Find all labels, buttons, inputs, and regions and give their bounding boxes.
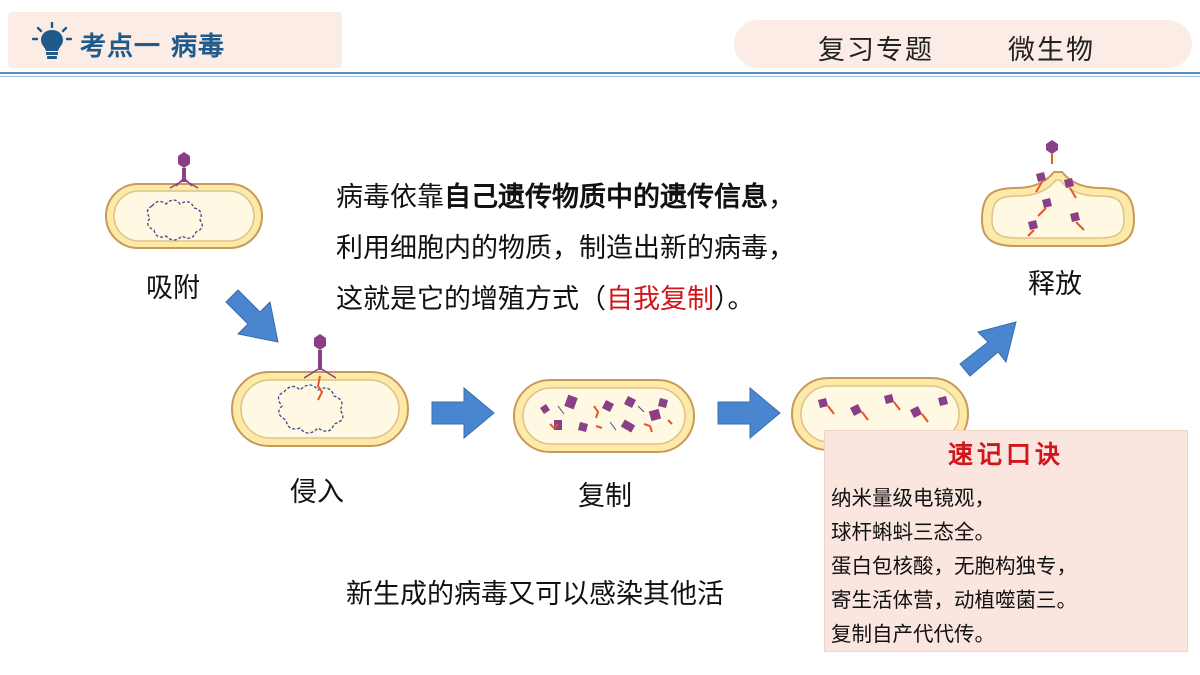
description-line-2: 利用细胞内的物质，制造出新的病毒， <box>336 233 795 264</box>
arrow-right-icon <box>717 386 781 440</box>
mnemonic-line: 纳米量级电镜观， <box>831 486 995 510</box>
mnemonic-box: 速记口诀 纳米量级电镜观， 球杆蝌蚪三态全。 蛋白包核酸，无胞构独专， 寄生活体… <box>824 430 1188 652</box>
stage-label-replicate: 复制 <box>578 481 632 512</box>
infection-note: 新生成的病毒又可以感染其他活 <box>346 579 724 610</box>
subject-tag: 复习专题 微生物 <box>734 20 1192 68</box>
cell-release-illustration <box>980 140 1136 247</box>
arrow-down-right-icon <box>225 289 279 343</box>
description-line-3: 这就是它的增殖方式（自我复制）。 <box>336 284 755 315</box>
replication-description: 病毒依靠自己遗传物质中的遗传信息， 利用细胞内的物质，制造出新的病毒， 这就是它… <box>336 172 956 325</box>
cell-replicate-illustration <box>513 379 695 453</box>
stage-label-release: 释放 <box>1028 269 1082 300</box>
cell-invade-illustration <box>231 334 409 447</box>
arrow-up-right-icon <box>959 321 1017 377</box>
mnemonic-line: 球杆蝌蚪三态全。 <box>831 520 995 544</box>
lightbulb-icon <box>32 22 72 59</box>
stage-label-adsorb: 吸附 <box>146 273 200 304</box>
mnemonic-line: 复制自产代代传。 <box>831 622 995 646</box>
description-bold-phrase: 自己遗传物质中的遗传信息 <box>444 182 768 213</box>
mnemonic-title: 速记口诀 <box>947 440 1064 469</box>
subject-label: 复习专题 <box>818 35 934 66</box>
topic-tag: 考点一 病毒 <box>8 12 342 68</box>
cell-adsorb-illustration <box>105 152 263 249</box>
topic-title: 考点一 病毒 <box>80 32 226 62</box>
mnemonic-line: 寄生活体营，动植噬菌三。 <box>831 588 1077 612</box>
stage-label-invade: 侵入 <box>290 477 344 508</box>
arrow-right-icon <box>431 386 495 440</box>
self-replication-term: 自我复制 <box>606 284 714 315</box>
mnemonic-line: 蛋白包核酸，无胞构独专， <box>831 554 1077 578</box>
header-divider-thin <box>0 76 1200 77</box>
description-line-1: 病毒依靠自己遗传物质中的遗传信息， <box>336 182 795 213</box>
header-divider <box>0 72 1200 74</box>
chapter-label: 微生物 <box>1008 35 1095 66</box>
